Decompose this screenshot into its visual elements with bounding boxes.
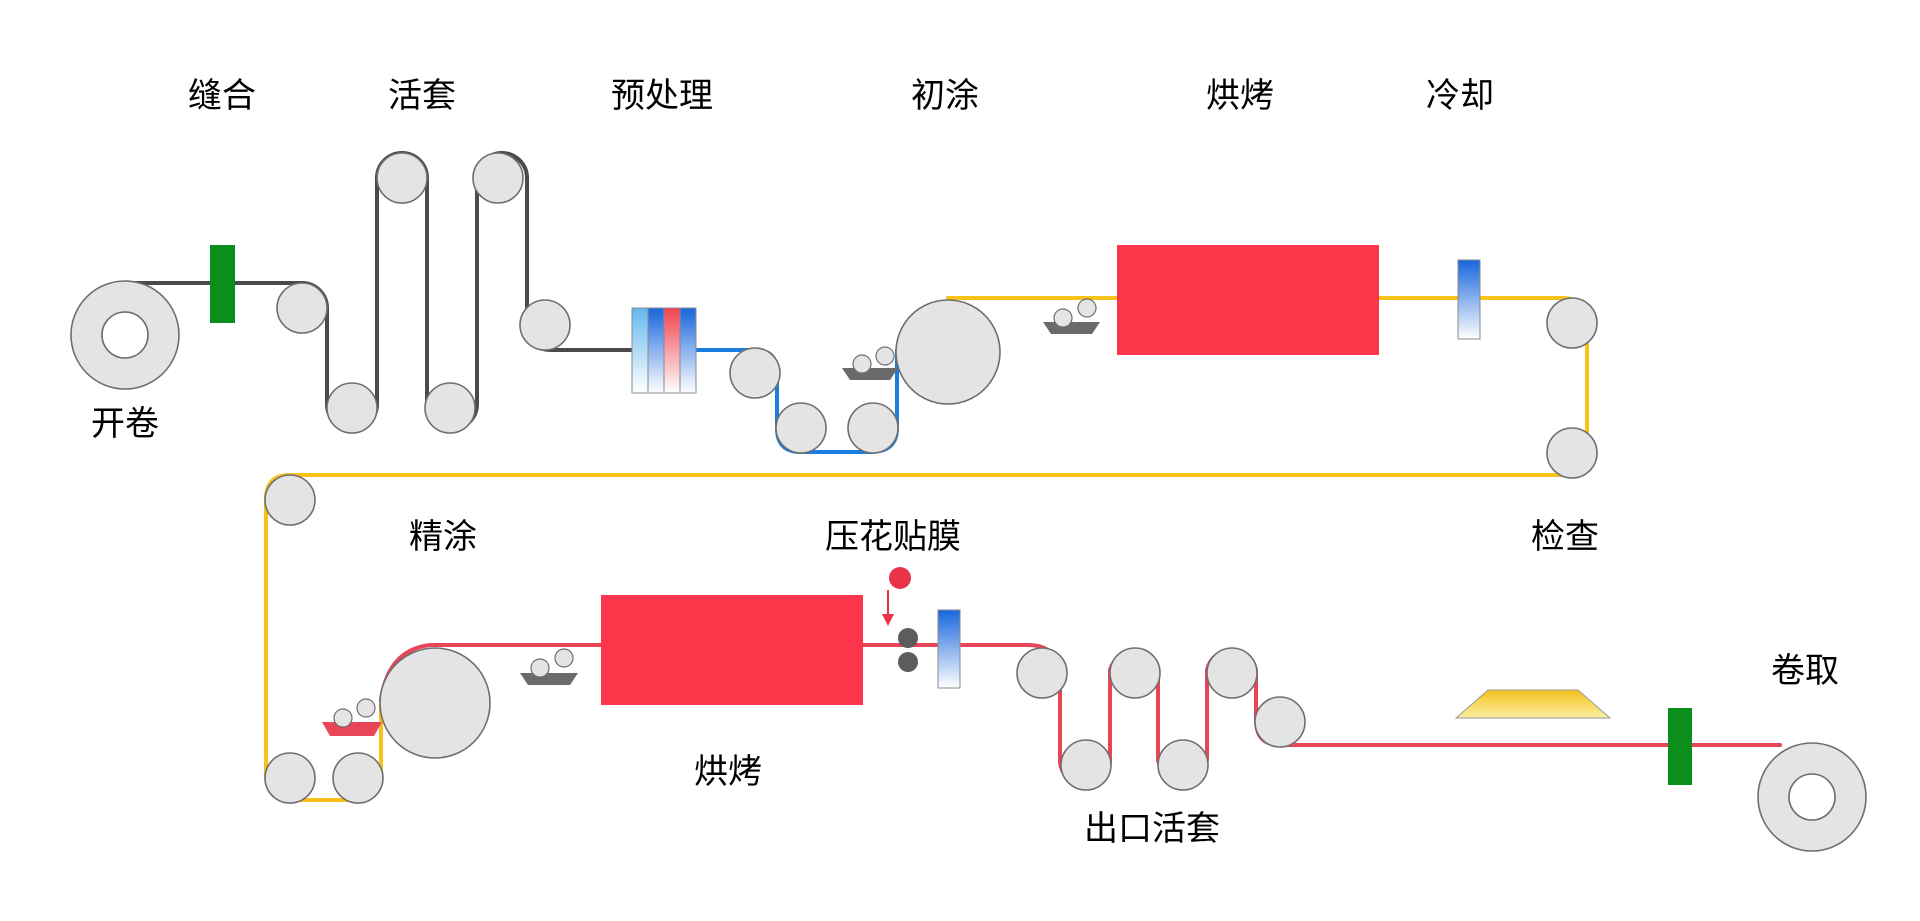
- exit-loop-top-1: [1109, 647, 1161, 699]
- label-unwind: 开卷: [91, 404, 159, 444]
- label-bake-2: 烘烤: [694, 752, 762, 792]
- primer-coater-tray: [842, 346, 898, 380]
- stitcher-block: [210, 245, 235, 323]
- laminate-film-roll: [889, 567, 911, 589]
- label-topcoat: 精涂: [409, 517, 477, 557]
- exit-loop-bottom-1: [1060, 739, 1112, 791]
- exit-loop-bottom-2: [1157, 739, 1209, 791]
- label-loop: 活套: [388, 76, 456, 116]
- loop-exit-roller: [519, 299, 571, 351]
- pretreat-roller-2: [775, 402, 827, 454]
- label-bake-1: 烘烤: [1206, 76, 1274, 116]
- post-emboss-cooling: [937, 609, 961, 689]
- label-inspect: 检查: [1531, 517, 1599, 557]
- topcoat-drum: [379, 647, 491, 759]
- laminate-feed-arrowhead: [882, 614, 894, 626]
- label-precoat: 初涂: [911, 76, 979, 116]
- label-stitch: 缝合: [188, 76, 256, 116]
- turn-roller-left: [264, 474, 316, 526]
- loop-roller-top-1: [376, 152, 428, 204]
- oven-1-coater-tray: [1043, 298, 1100, 334]
- rewind-reel-core: [1788, 773, 1836, 821]
- label-exit-loop: 出口活套: [1084, 809, 1220, 849]
- emboss-roll-bottom: [898, 652, 918, 672]
- topcoat-coater-tray: [322, 698, 382, 736]
- exit-loop-entry-roller: [1016, 647, 1068, 699]
- primer-coating-drum: [895, 299, 1001, 405]
- loop-roller-bottom-2: [424, 382, 476, 434]
- oven-2-coater-tray: [520, 648, 578, 685]
- turn-roller-lower: [1546, 427, 1598, 479]
- pretreat-roller-3: [847, 402, 899, 454]
- loop-roller-bottom-1: [326, 382, 378, 434]
- pretreatment-tanks: [631, 307, 697, 394]
- loop-roller-top-2: [472, 152, 524, 204]
- emboss-roll-top: [898, 628, 918, 648]
- topcoat-bottom-roller-1: [264, 752, 316, 804]
- label-pretreat: 预处理: [611, 76, 713, 116]
- cooling-unit: [1457, 259, 1481, 340]
- exit-shear-block: [1668, 708, 1692, 785]
- exit-loop-top-2: [1206, 647, 1258, 699]
- pretreat-roller-1: [729, 347, 781, 399]
- exit-loop-exit-roller: [1254, 696, 1306, 748]
- topcoat-bottom-roller-2: [332, 752, 384, 804]
- entry-deflector-roller: [276, 282, 328, 334]
- oven-2: [601, 595, 863, 705]
- unwind-reel-core: [101, 311, 149, 359]
- label-cool: 冷却: [1426, 76, 1494, 116]
- turn-roller-upper: [1546, 297, 1598, 349]
- label-emboss-laminate: 压花贴膜: [825, 517, 961, 557]
- inspection-light: [1454, 689, 1612, 719]
- label-rewind: 卷取: [1771, 651, 1839, 691]
- oven-1: [1117, 245, 1379, 355]
